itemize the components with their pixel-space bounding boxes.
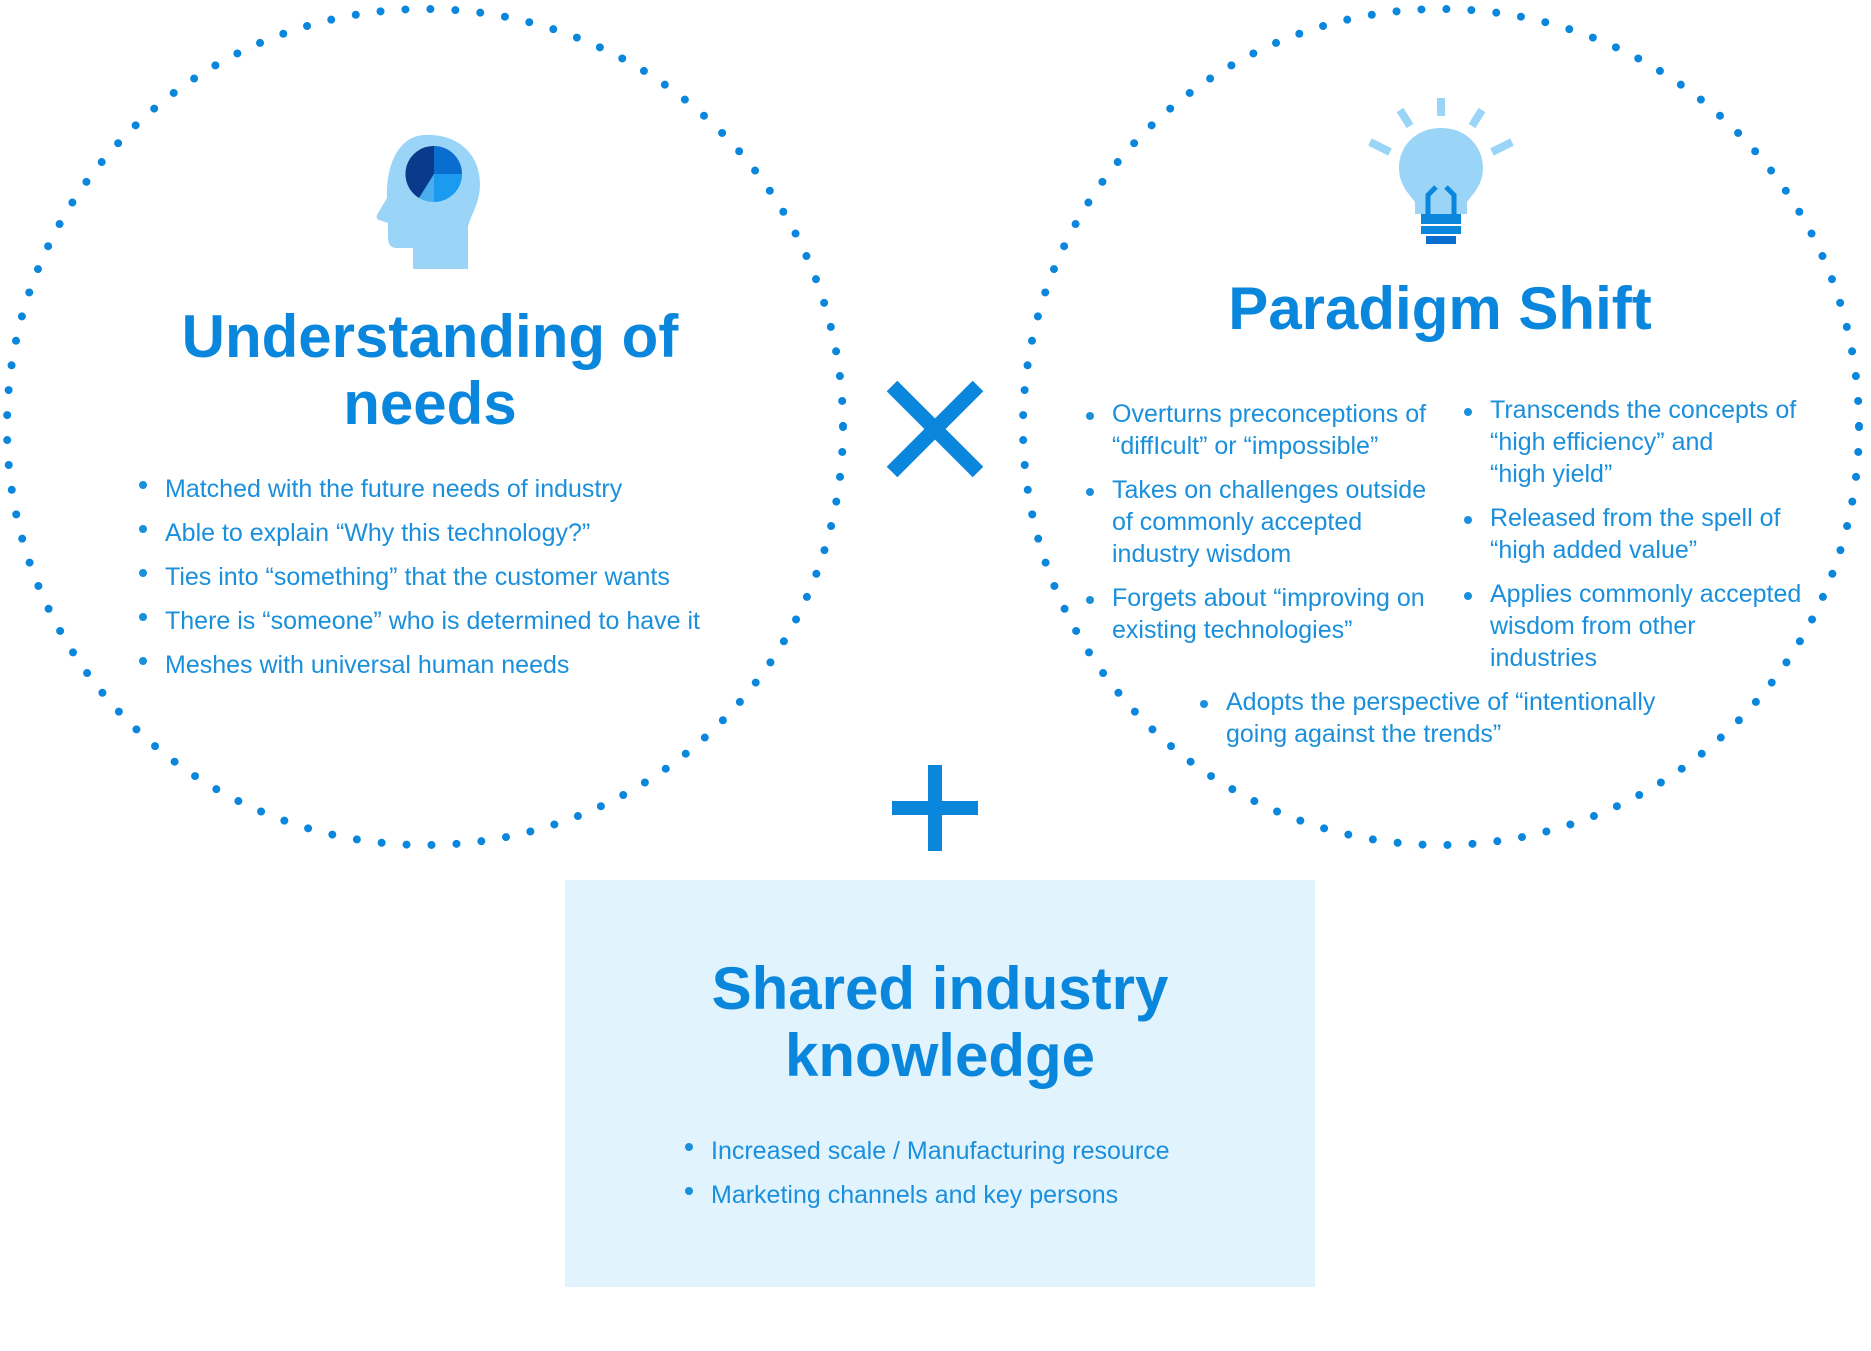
list-item-line: Transcends the concepts of	[1490, 396, 1797, 424]
needs-title-line1: Understanding of	[181, 303, 679, 370]
knowledge-title: Shared industry knowledge	[640, 955, 1240, 1089]
list-item-line: “high efficiency” and	[1490, 428, 1714, 456]
list-item: Applies commonly accepted wisdom from ot…	[1464, 578, 1844, 674]
list-item-line: Overturns preconceptions of	[1112, 400, 1427, 428]
plus-icon	[892, 765, 978, 851]
list-item: Overturns preconceptions of “diffIcult” …	[1086, 398, 1466, 462]
list-item: Ties into “something” that the customer …	[139, 555, 739, 599]
list-item-line: industries	[1490, 644, 1597, 672]
needs-title: Understanding of needs	[130, 303, 730, 437]
paradigm-list-right: Transcends the concepts of “high efficie…	[1464, 394, 1844, 674]
paradigm-circle	[1019, 5, 1863, 849]
knowledge-box	[565, 880, 1315, 1287]
needs-list: Matched with the future needs of industr…	[139, 467, 739, 687]
list-item: Matched with the future needs of industr…	[139, 467, 739, 511]
needs-circle	[3, 5, 847, 849]
list-item-line: of commonly accepted	[1112, 508, 1363, 536]
paradigm-title: Paradigm Shift	[1228, 275, 1652, 342]
list-item: Increased scale / Manufacturing resource	[685, 1129, 1245, 1173]
list-item: Forgets about “improving on existing tec…	[1086, 582, 1466, 646]
paradigm-list-left: Overturns preconceptions of “diffIcult” …	[1086, 398, 1466, 646]
list-item-line: Applies commonly accepted	[1490, 580, 1802, 608]
list-item: There is “someone” who is determined to …	[139, 599, 739, 643]
list-item: Released from the spell of “high added v…	[1464, 502, 1844, 566]
list-item-line: existing technologies”	[1112, 616, 1353, 644]
paradigm-list-bottom: Adopts the perspective of “intentionally…	[1200, 686, 1720, 750]
knowledge-list: Increased scale / Manufacturing resource…	[685, 1129, 1245, 1217]
list-item: Marketing channels and key persons	[685, 1173, 1245, 1217]
knowledge-title-line1: Shared industry	[711, 955, 1169, 1022]
list-item-line: industry wisdom	[1112, 540, 1292, 568]
list-item: Adopts the perspective of “intentionally…	[1200, 686, 1720, 750]
needs-title-line2: needs	[343, 370, 517, 438]
list-item: Takes on challenges outside of commonly …	[1086, 474, 1466, 570]
list-item-line: wisdom from other	[1490, 612, 1696, 640]
multiply-icon	[886, 380, 984, 478]
list-item: Transcends the concepts of “high efficie…	[1464, 394, 1844, 490]
knowledge-title-line2: knowledge	[784, 1022, 1096, 1090]
list-item: Able to explain “Why this technology?”	[139, 511, 739, 555]
list-item-line: Takes on challenges outside	[1112, 476, 1427, 504]
list-item-line: “high added value”	[1490, 536, 1698, 564]
head-pie-chart-icon	[376, 134, 480, 269]
lightbulb-icon	[1368, 98, 1514, 244]
list-item-line: “high yield”	[1490, 460, 1613, 488]
list-item-line: “diffIcult” or “impossible”	[1112, 432, 1379, 460]
list-item-line: Released from the spell of	[1490, 504, 1781, 532]
list-item-line: going against the trends”	[1226, 720, 1502, 748]
list-item-line: Forgets about “improving on	[1112, 584, 1425, 612]
list-item-line: Adopts the perspective of “intentionally	[1226, 688, 1656, 716]
list-item: Meshes with universal human needs	[139, 643, 739, 687]
